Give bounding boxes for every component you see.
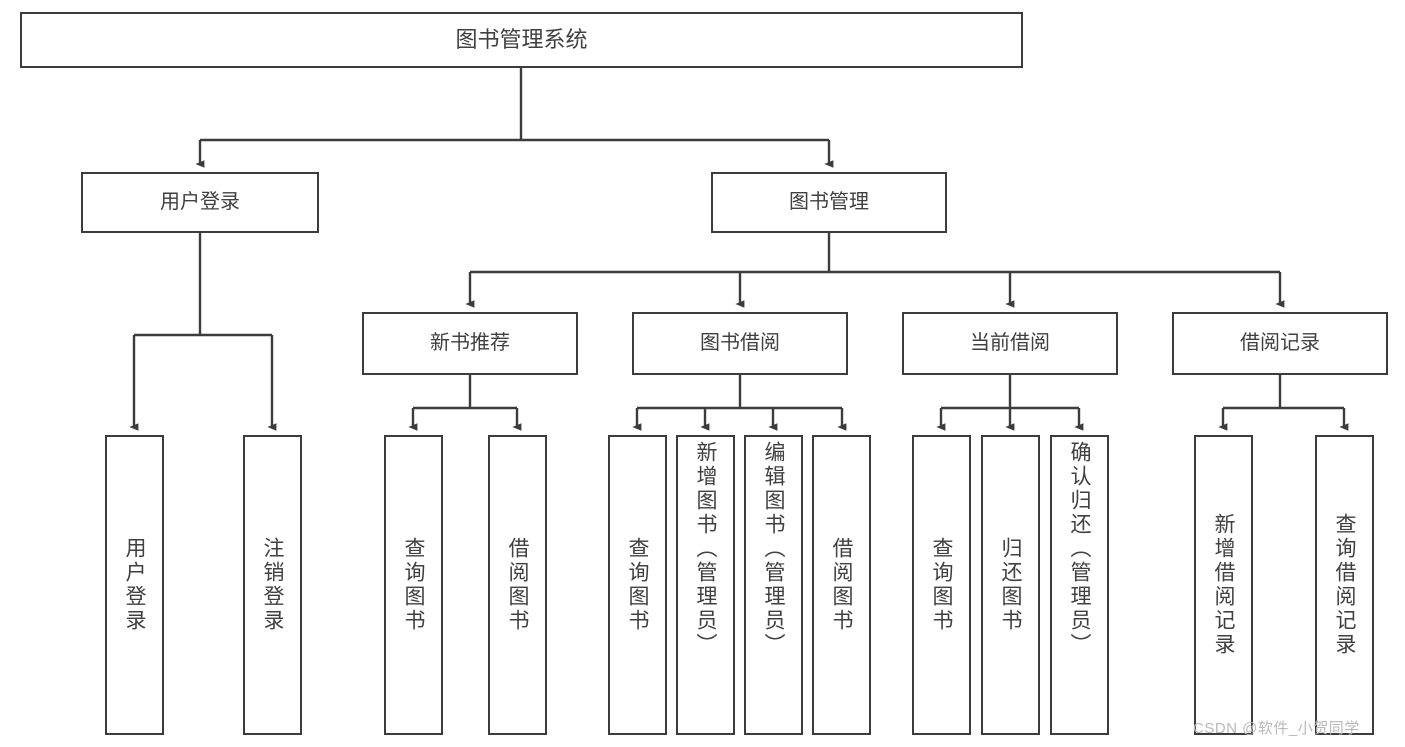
watermark-text: CSDN @软件_小贺同学	[1193, 720, 1360, 737]
node-label: 图书管理系统	[455, 26, 588, 52]
node-user-login[interactable]: 用户登录	[81, 172, 319, 233]
node-current-borrow[interactable]: 当前借阅	[902, 312, 1118, 375]
node-label: 借阅记录	[1240, 332, 1320, 355]
node-label: 归还图书	[999, 537, 1022, 633]
node-label: 查询图书	[402, 537, 425, 633]
leaf-borrow-books-new[interactable]: 借阅图书	[488, 435, 547, 735]
node-label: 用户登录	[123, 537, 146, 633]
leaf-confirm-return-admin[interactable]: 确认归还（管理员）	[1050, 435, 1109, 735]
node-label: 图书管理	[789, 191, 869, 214]
leaf-edit-book-admin[interactable]: 编辑图书（管理员）	[744, 435, 803, 735]
node-label: 查询图书	[626, 537, 649, 633]
node-book-borrow[interactable]: 图书借阅	[632, 312, 848, 375]
node-label: 当前借阅	[970, 332, 1050, 355]
leaf-logout-login[interactable]: 注销登录	[243, 435, 302, 735]
leaf-add-book-admin[interactable]: 新增图书（管理员）	[676, 435, 735, 735]
node-label: 查询借阅记录	[1333, 513, 1356, 657]
node-label: 图书借阅	[700, 332, 780, 355]
node-label: 查询图书	[930, 537, 953, 633]
node-label: 新增图书（管理员）	[694, 441, 717, 657]
node-root-system[interactable]: 图书管理系统	[20, 12, 1023, 68]
leaf-query-books-new[interactable]: 查询图书	[384, 435, 443, 735]
node-label: 借阅图书	[506, 537, 529, 633]
leaf-query-books-current[interactable]: 查询图书	[912, 435, 971, 735]
leaf-query-books-borrow[interactable]: 查询图书	[608, 435, 667, 735]
node-label: 确认归还（管理员）	[1068, 441, 1091, 657]
node-book-management[interactable]: 图书管理	[711, 172, 947, 233]
node-label: 借阅图书	[830, 537, 853, 633]
node-label: 用户登录	[160, 191, 240, 214]
leaf-user-login[interactable]: 用户登录	[105, 435, 164, 735]
leaf-add-borrow-record[interactable]: 新增借阅记录	[1194, 435, 1253, 735]
leaf-query-borrow-record[interactable]: 查询借阅记录	[1315, 435, 1374, 735]
node-new-book-recommend[interactable]: 新书推荐	[362, 312, 578, 375]
node-label: 新增借阅记录	[1212, 513, 1235, 657]
node-label: 新书推荐	[430, 332, 510, 355]
node-label: 编辑图书（管理员）	[762, 441, 785, 657]
leaf-borrow-books[interactable]: 借阅图书	[812, 435, 871, 735]
leaf-return-books[interactable]: 归还图书	[981, 435, 1040, 735]
node-label: 注销登录	[261, 537, 284, 633]
node-borrow-records[interactable]: 借阅记录	[1172, 312, 1388, 375]
